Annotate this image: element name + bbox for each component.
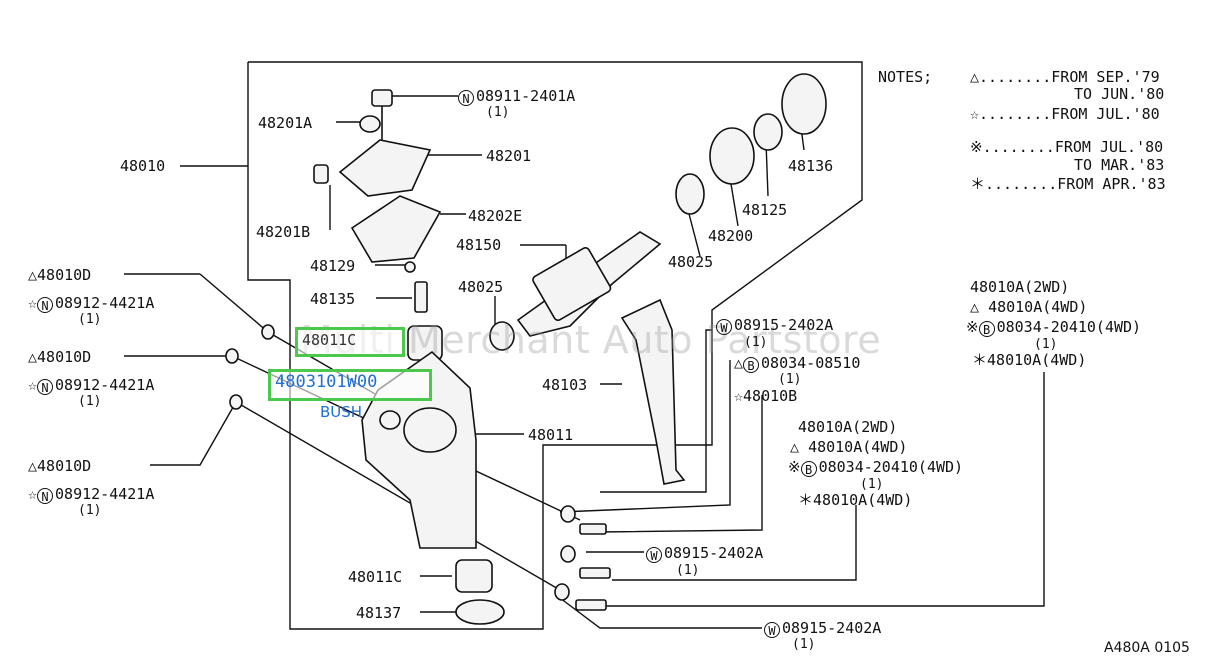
part-label-48150: 48150 [456, 236, 502, 254]
callout-right-mid-4: ＊48010A(4WD) [798, 491, 913, 509]
part-label-48202E: 48202E [468, 207, 523, 225]
callout-left3-a: △48010D [28, 457, 92, 475]
adjust-nut [359, 115, 381, 133]
callout-left3-b-text: 08912-4421A [55, 485, 155, 503]
callout-mid-b-text: 08034-08510 [761, 354, 861, 372]
callout-left1-a: △48010D [28, 266, 92, 284]
callout-right-mid-4-text: 48010A(4WD) [813, 491, 913, 509]
callout-mid-w-text: 08915-2402A [734, 316, 834, 334]
highlight-48011C[interactable]: 48011C [295, 327, 405, 357]
part-label-48137: 48137 [356, 604, 402, 622]
part-label-48025-bearing: 48025 [668, 253, 714, 271]
callout-right-mid-2-text: 48010A(4WD) [808, 438, 908, 456]
callout-right-mid-3-text: 08034-20410(4WD) [818, 458, 964, 476]
callout-left1-qty: (1) [78, 312, 102, 327]
callout-top-bolt-text: 08911-2401A [476, 87, 576, 105]
seal-48025 [489, 321, 515, 351]
callout-mid-star-text: 48010B [743, 387, 798, 405]
callout-right-top-2-text: 48010A(4WD) [988, 298, 1088, 316]
note-2: ☆........FROM JUL.'80 [970, 105, 1160, 123]
part-label-48129: 48129 [310, 257, 356, 275]
callout-left2-b-text: 08912-4421A [55, 376, 155, 394]
diagram-code: A480A 0105 [1104, 640, 1190, 656]
part-label-48200: 48200 [708, 227, 754, 245]
bush-link[interactable]: BUSH [320, 403, 363, 421]
plug-lower [455, 559, 493, 593]
callout-left3-qty: (1) [78, 503, 102, 518]
callout-left3-a-text: 48010D [37, 457, 92, 475]
callout-right-top-2: △ 48010A(4WD) [970, 298, 1088, 316]
callout-left2-qty: (1) [78, 394, 102, 409]
sector-shaft [620, 298, 686, 485]
part-label-48135: 48135 [310, 290, 356, 308]
callout-mid-star: ☆48010B [734, 387, 798, 405]
part-label-48103: 48103 [542, 376, 588, 394]
callout-left2-a: △48010D [28, 348, 92, 366]
part-label-48011C-lower: 48011C [348, 568, 403, 586]
part-label-48025-seal: 48025 [458, 278, 504, 296]
part-label-48201A: 48201A [258, 114, 313, 132]
rack-piston [532, 247, 612, 321]
part-label-48136: 48136 [788, 157, 834, 175]
note-1: △........FROM SEP.'79 [970, 68, 1160, 86]
note-3: ※........FROM JUL.'80 [970, 138, 1164, 156]
callout-right-top-1: 48010A(2WD) [970, 278, 1070, 296]
callout-bottom-w1-text: 08915-2402A [664, 544, 764, 562]
side-bolt [313, 164, 329, 184]
note-4: ＊........FROM APR.'83 [970, 175, 1166, 193]
part-label-48010: 48010 [120, 157, 166, 175]
callout-mid-w-qty: (1) [744, 335, 768, 350]
callout-top-bolt-qty: (1) [486, 105, 510, 120]
seal-48137 [455, 599, 505, 625]
part-label-48011: 48011 [528, 426, 574, 444]
cover-gasket [350, 195, 442, 263]
callout-right-top-4: ＊48010A(4WD) [972, 351, 1087, 369]
note-1b: TO JUN.'80 [1074, 85, 1165, 103]
callout-bottom-w2-qty: (1) [792, 637, 816, 652]
callout-right-top-3-qty: (1) [1034, 337, 1058, 352]
callout-right-mid-1: 48010A(2WD) [798, 418, 898, 436]
ball-screw [414, 281, 428, 313]
callout-left1-a-text: 48010D [37, 266, 92, 284]
callout-right-top-3-text: 08034-20410(4WD) [996, 318, 1142, 336]
callout-right-mid-2: △ 48010A(4WD) [790, 438, 908, 456]
callout-right-mid-3-qty: (1) [860, 477, 884, 492]
callout-left1-b-text: 08912-4421A [55, 294, 155, 312]
lock-nut [781, 73, 827, 135]
highlight-part-number[interactable]: 4803101W00 [268, 369, 432, 401]
callout-mid-b-qty: (1) [778, 372, 802, 387]
note-3b: TO MAR.'83 [1074, 156, 1165, 174]
part-label-48125: 48125 [742, 201, 788, 219]
adjust-plug [709, 127, 755, 185]
callout-right-top-4-text: 48010A(4WD) [987, 351, 1087, 369]
callout-bottom-w1-qty: (1) [676, 563, 700, 578]
part-label-48201B: 48201B [256, 223, 311, 241]
part-label-48201: 48201 [486, 147, 532, 165]
bearing-48025 [675, 173, 705, 215]
callout-left2-a-text: 48010D [37, 348, 92, 366]
notes-title: NOTES; [878, 68, 933, 86]
assembly-outline [247, 61, 863, 630]
sector-cover [338, 139, 432, 197]
bearing-48125 [753, 113, 783, 151]
callout-bottom-w2-text: 08915-2402A [782, 619, 882, 637]
top-bolt [371, 89, 393, 107]
